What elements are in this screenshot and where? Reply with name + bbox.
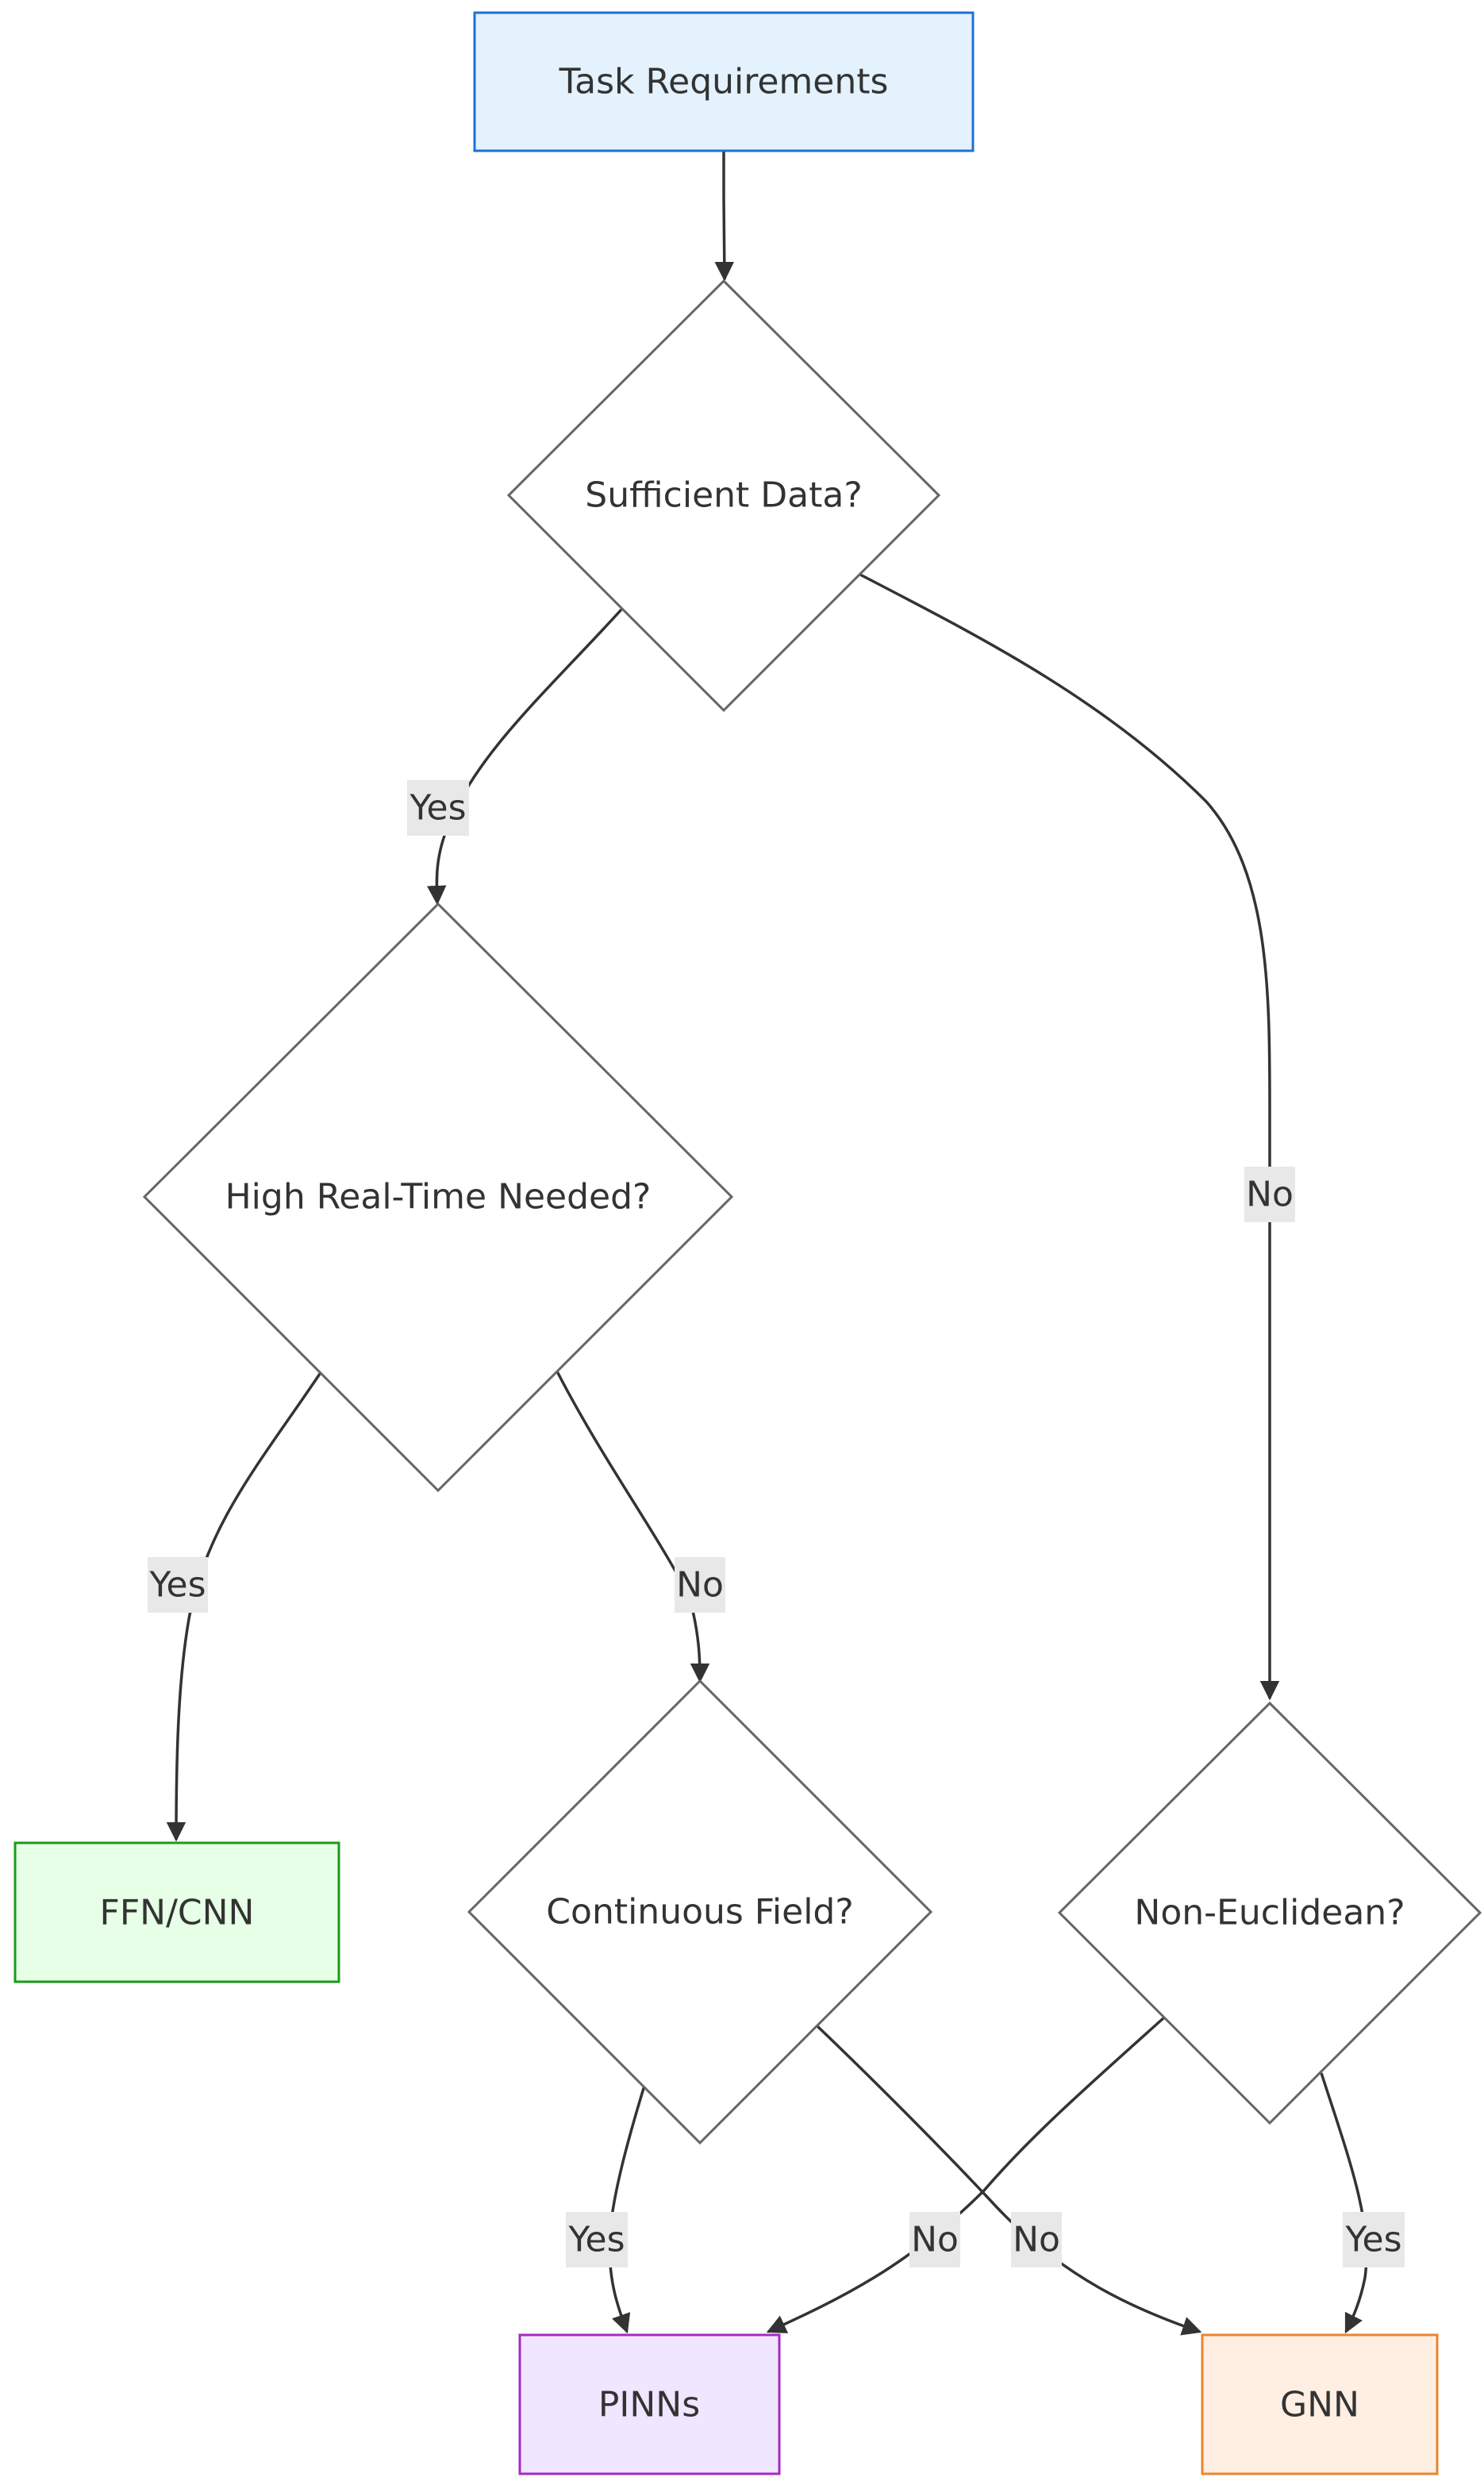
node-high-real-time: High Real-Time Needed? bbox=[142, 902, 734, 1493]
node-task-requirements: Task Requirements bbox=[473, 11, 975, 152]
node-label: FFN/CNN bbox=[100, 1893, 255, 1933]
edge-label-continuous-pinns: Yes bbox=[566, 2212, 628, 2267]
edge-label-data-noneuclid: No bbox=[1244, 1167, 1295, 1222]
node-label: Continuous Field? bbox=[546, 1892, 853, 1933]
node-shape bbox=[13, 1841, 340, 1983]
edge-label-text: Yes bbox=[1344, 2220, 1401, 2260]
edge-labels: Yes No Yes No Yes No No Yes bbox=[148, 780, 1405, 2267]
node-shape bbox=[467, 1679, 933, 2145]
node-continuous-field: Continuous Field? bbox=[467, 1679, 933, 2145]
nodes: Task Requirements Sufficient Data? High … bbox=[13, 11, 1482, 2475]
node-shape bbox=[473, 11, 975, 152]
edge-label-text: No bbox=[1013, 2220, 1060, 2260]
edge-continuous-to-gnn bbox=[816, 2025, 1202, 2336]
node-pinns: PINNs bbox=[518, 2333, 781, 2475]
node-gnn: GNN bbox=[1201, 2333, 1439, 2475]
edge-label-realtime-ffn: Yes bbox=[148, 1557, 208, 1613]
node-label: High Real-Time Needed? bbox=[225, 1177, 652, 1217]
node-label: GNN bbox=[1280, 2385, 1359, 2425]
edge-label-text: No bbox=[676, 1565, 724, 1606]
edge-task-to-data bbox=[714, 151, 735, 282]
node-label: Task Requirements bbox=[559, 62, 889, 102]
node-shape bbox=[506, 279, 941, 713]
edge-label-noneuclid-pinns: No bbox=[909, 2212, 960, 2267]
node-shape bbox=[142, 902, 734, 1493]
edge-noneuclid-to-gnn bbox=[1320, 2072, 1368, 2334]
node-label: Sufficient Data? bbox=[585, 475, 862, 516]
node-sufficient-data: Sufficient Data? bbox=[506, 279, 941, 713]
edge-label-text: Yes bbox=[567, 2220, 625, 2260]
edge-label-noneuclid-gnn: Yes bbox=[1343, 2212, 1405, 2267]
edge-realtime-to-continuous bbox=[556, 1371, 710, 1683]
edge-data-to-realtime bbox=[426, 608, 623, 906]
edge-label-continuous-gnn: No bbox=[1011, 2212, 1062, 2267]
node-shape bbox=[518, 2333, 781, 2475]
edge-label-text: No bbox=[1246, 1175, 1294, 1215]
node-label: Non-Euclidean? bbox=[1134, 1893, 1405, 1933]
edge-label-text: Yes bbox=[409, 788, 466, 829]
node-label: PINNs bbox=[598, 2385, 700, 2425]
node-shape bbox=[1201, 2333, 1439, 2475]
edge-label-text: Yes bbox=[148, 1565, 206, 1606]
node-shape bbox=[1057, 1701, 1482, 2125]
edge-continuous-to-pinns bbox=[608, 2085, 646, 2334]
edge-data-to-noneuclid bbox=[859, 573, 1280, 1701]
edge-label-text: No bbox=[911, 2220, 959, 2260]
edge-label-data-realtime: Yes bbox=[407, 780, 469, 836]
edge-label-realtime-continuous: No bbox=[675, 1557, 725, 1613]
edge-noneuclid-to-pinns bbox=[766, 2016, 1166, 2333]
node-non-euclidean: Non-Euclidean? bbox=[1057, 1701, 1482, 2125]
node-ffn-cnn: FFN/CNN bbox=[13, 1841, 340, 1983]
